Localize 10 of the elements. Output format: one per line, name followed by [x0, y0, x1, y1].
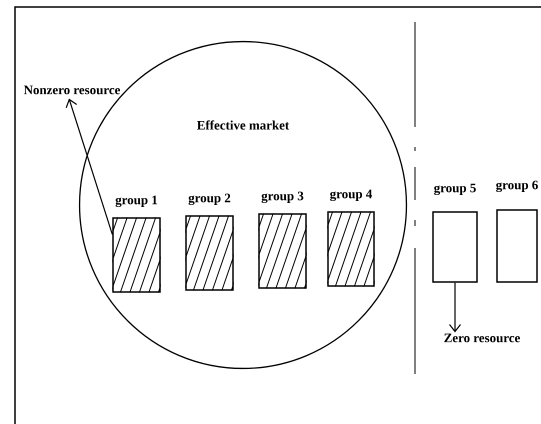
arrow — [449, 282, 461, 332]
group-label: group 3 — [262, 192, 304, 204]
group-label: group 2 — [188, 194, 230, 206]
arrow — [66, 98, 113, 234]
resource-label: Zero resource — [444, 334, 520, 342]
group-label: group 1 — [116, 196, 158, 208]
group-label: group 6 — [496, 180, 538, 192]
resource-label: Nonzero resource — [24, 86, 120, 94]
group-label: group 4 — [330, 190, 372, 202]
group-label: group 5 — [434, 184, 476, 196]
